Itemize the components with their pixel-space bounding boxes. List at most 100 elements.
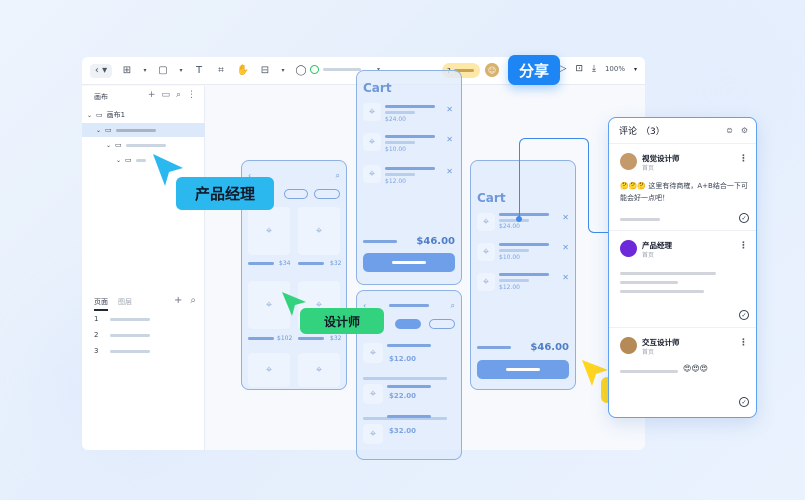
comment-item[interactable]: 交互设计师 首页 ⋮ 😍😍😍 ✓ [609,329,756,417]
resolve-check-icon[interactable]: ✓ [739,397,749,407]
document-name-placeholder [323,68,361,71]
tree-item-selected[interactable]: ⌄ ▭ [82,123,205,137]
frame-product-grid[interactable]: ‹ ⌕ ⌖ ⌖ $34 $32 ⌖ ⌖ $102 $32 ⌖ ⌖ [241,160,347,390]
cursor-pointer-icon [582,360,608,386]
tab-pages[interactable]: 页面 [94,297,108,311]
page-row[interactable]: 2 [94,331,151,339]
tag-icon: ⌖ [477,213,495,231]
checkout-button [363,253,455,272]
page-icon: ▭ [96,111,103,119]
avatar [620,337,637,354]
chevron-down-icon[interactable]: ▾ [633,65,637,73]
filter-icon[interactable]: ⊜ [726,126,733,135]
component-icon[interactable]: ⊟ [260,65,270,76]
tag-icon: ⌖ [477,273,495,291]
hand-tool-icon[interactable]: ✋ [236,65,250,76]
comment-emoji: 😍😍😍 [683,364,709,373]
comment-connector [519,138,589,218]
play-icon[interactable]: ▷ [559,64,567,74]
more-icon[interactable]: ⋮ [739,338,748,348]
more-icon[interactable]: ⋮ [739,154,748,164]
back-icon[interactable]: ‹ ▾ [90,63,112,78]
resolve-check-icon[interactable]: ✓ [739,310,749,320]
frame-tool-icon[interactable]: ⊞ [122,65,132,76]
remove-icon: ✕ [446,105,453,114]
remove-icon: ✕ [562,213,569,222]
remove-icon: ✕ [562,243,569,252]
search-icon: ⌕ [450,301,455,310]
tree-item-canvas[interactable]: ⌄ ▭ 画布1 [87,111,126,119]
comment-item[interactable]: 产品经理 首页 ⋮ ✓ [609,232,756,328]
settings-icon[interactable]: ⚙ [740,126,748,135]
user-avatar[interactable]: ☺ [485,63,499,77]
search-icon[interactable]: ⌕ [175,90,181,100]
remove-icon: ✕ [446,135,453,144]
page-row[interactable]: 1 [94,315,151,323]
frame-icon: ▭ [115,141,122,149]
tag-icon: ⌖ [363,165,381,183]
cursor-pointer-icon [282,292,306,316]
tag-icon: ⌖ [248,207,290,255]
avatar [620,153,637,170]
add-page-icon[interactable]: + [174,295,183,306]
more-icon[interactable]: ⋮ [187,90,196,100]
chevron-down-icon: ⌄ [87,111,93,119]
tab-layers[interactable]: 图层 [118,298,132,306]
add-icon[interactable]: + [147,90,156,100]
back-icon: ‹ [363,301,367,310]
tag-icon: ⌖ [477,243,495,261]
search-icon[interactable]: ⌕ [190,295,196,306]
avatar [620,240,637,257]
tag-icon: ⌖ [363,133,381,151]
zoom-level[interactable]: 100% [604,65,625,73]
layout-icon[interactable]: ⊡ [575,64,583,74]
comments-header: 评论 （3） [609,118,756,144]
resolve-check-icon[interactable]: ✓ [739,213,749,223]
frame-icon: ▭ [125,156,132,164]
chevron-down-icon: ⌄ [106,141,112,149]
share-button[interactable]: 分享 [508,55,560,85]
saved-status-icon [310,65,319,74]
tag-icon: ⌖ [248,353,290,387]
chevron-down-icon[interactable]: ▾ [143,67,147,74]
tree-item[interactable]: ⌄ ▭ [82,153,205,167]
rectangle-tool-icon[interactable]: ▢ [158,65,168,76]
crop-tool-icon[interactable]: ⌗ [218,65,224,76]
back-icon: ‹ [248,171,252,180]
search-icon: ⌕ [335,171,340,180]
remove-icon: ✕ [446,167,453,176]
frame-cart-right[interactable]: Cart ⌖ $24.00 ✕ ⌖ $10.00 ✕ ⌖ $12.00 ✕ $4… [470,160,576,390]
tag-icon: ⌖ [298,207,340,255]
tag-icon: ⌖ [363,424,383,444]
comment-anchor-dot [516,216,522,222]
tag-icon: ⌖ [298,353,340,387]
comment-connector [588,217,610,233]
more-icon[interactable]: ⋮ [739,241,748,251]
tag-icon: ⌖ [248,281,290,329]
chevron-down-icon: ▾ [377,66,380,73]
chevron-down-icon[interactable]: ▾ [179,67,183,74]
folder-icon[interactable]: ▭ [161,90,170,100]
cursor-label-designer: 设计师 [300,308,384,334]
tag-icon: ⌖ [363,103,381,121]
comment-body: 🤔🤔🤔 这里有待商榷，A+B结合一下可能会好一点吧！ [620,182,748,202]
download-icon[interactable]: ⤓ [591,64,596,74]
tag-icon: ⌖ [363,343,383,363]
frame-cart-top[interactable]: Cart ⌖ $24.00 ✕ ⌖ $10.00 ✕ ⌖ $12.00 ✕ $4… [356,70,462,285]
document-title[interactable]: ▾ [310,65,380,74]
tree-item[interactable]: ⌄ ▭ [82,138,205,152]
layers-panel: 画布 + ▭ ⌕ ⋮ ⌄ ▭ 画布1 ⌄ ▭ ⌄ ▭ ⌄ ▭ 页面 [82,86,205,450]
comment-tool-icon[interactable]: ◯ [295,65,307,76]
comments-panel: 评论 （3） ⊜ ⚙ 视觉设计师 首页 ⋮ 🤔🤔🤔 这里有待商榷，A+B结合一下… [608,117,757,418]
text-tool-icon[interactable]: T [195,65,203,76]
comments-title: 评论 [619,127,638,137]
comments-count: （3） [641,127,665,137]
page-row[interactable]: 3 [94,347,151,355]
toolbar-right: ▷ ⊡ ⤓ 100% ▾ [560,64,637,74]
chevron-down-icon[interactable]: ▾ [281,67,285,74]
frame-icon: ▭ [105,126,112,134]
remove-icon: ✕ [562,273,569,282]
chevron-down-icon: ⌄ [96,126,102,134]
comment-item[interactable]: 视觉设计师 首页 ⋮ 🤔🤔🤔 这里有待商榷，A+B结合一下可能会好一点吧！ ✓ [609,145,756,231]
checkout-button [477,360,569,379]
